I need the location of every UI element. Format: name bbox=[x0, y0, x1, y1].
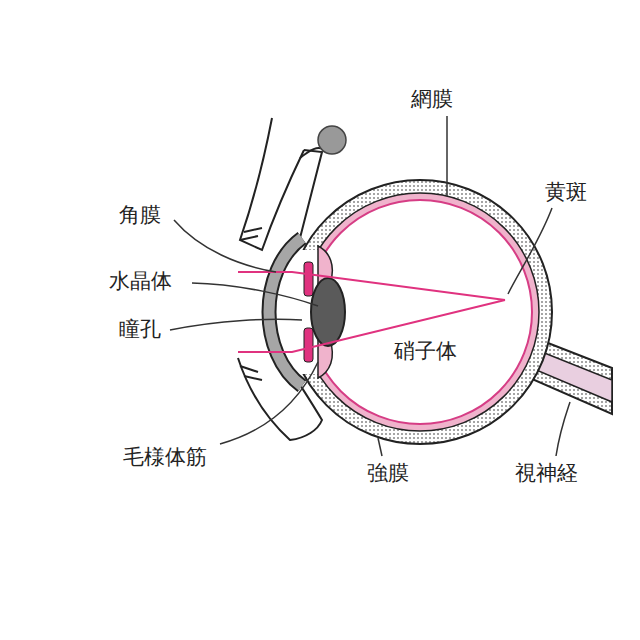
leader-line bbox=[508, 208, 552, 294]
part-label: 毛様体筋 bbox=[120, 444, 210, 471]
light-ray bbox=[238, 272, 505, 352]
leader-line bbox=[174, 220, 276, 272]
leader-line bbox=[446, 116, 448, 196]
part-label: 硝子体 bbox=[391, 338, 460, 365]
upper-eyelid bbox=[240, 118, 304, 250]
leader-line bbox=[220, 362, 318, 444]
eyelash bbox=[240, 366, 262, 380]
part-label: 黄斑 bbox=[542, 179, 590, 206]
leader-line bbox=[378, 438, 382, 456]
leader-line bbox=[170, 319, 302, 330]
cornea bbox=[269, 238, 302, 386]
iris bbox=[304, 262, 313, 296]
cornea-outline bbox=[269, 238, 302, 386]
upper-eyelid bbox=[300, 150, 322, 238]
eyelash bbox=[240, 228, 262, 240]
iris bbox=[304, 328, 313, 362]
part-label: 視神経 bbox=[512, 460, 581, 487]
choroid bbox=[301, 193, 539, 431]
part-label: 強膜 bbox=[364, 460, 412, 487]
part-label: 瞳孔 bbox=[116, 316, 164, 343]
leader-line bbox=[556, 402, 570, 456]
part-label: 網膜 bbox=[408, 86, 456, 113]
part-label: 水晶体 bbox=[106, 268, 175, 295]
part-label: 角膜 bbox=[116, 202, 164, 229]
lens bbox=[311, 278, 345, 346]
leader-line bbox=[192, 283, 318, 306]
eyelash-gland bbox=[318, 126, 346, 154]
leader-lines bbox=[170, 116, 570, 456]
sclera bbox=[288, 180, 552, 444]
retina bbox=[308, 200, 532, 424]
